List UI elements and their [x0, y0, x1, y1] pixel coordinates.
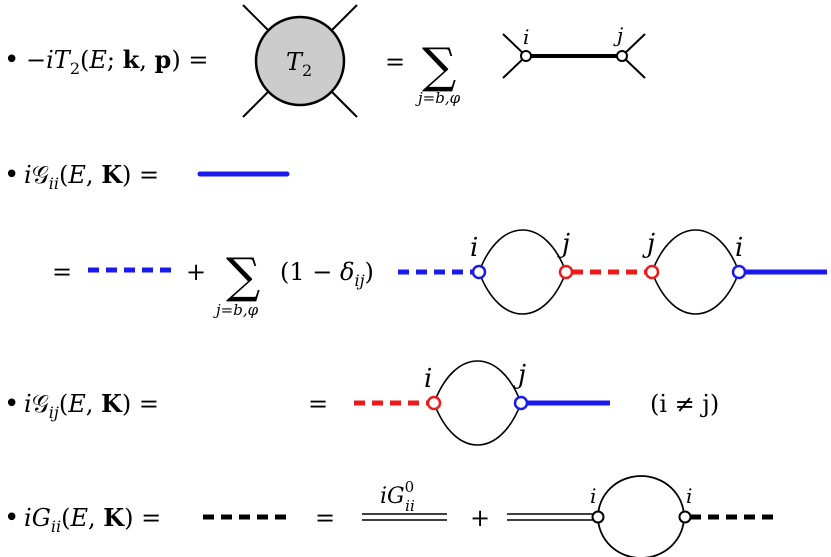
vertex-i: [731, 264, 747, 280]
vertex-label-j: j: [557, 229, 570, 259]
bubble-lower: [433, 402, 522, 446]
double-line-bubble-diagram: i i: [507, 475, 778, 557]
bullet: •: [4, 503, 19, 533]
exchange-line-diagram: i j: [502, 23, 646, 79]
row-t2-amplitude: • −iT2(E; k, p) = T2 = ∑ j=b,φ i j: [4, 4, 646, 118]
equals-sign: =: [385, 48, 405, 76]
vertex-i: [520, 50, 532, 62]
single-bubble-diagram: i j: [354, 360, 610, 446]
sum-index: j=b,φ: [415, 89, 461, 107]
equals-sign: =: [52, 258, 72, 286]
vertex-j: [644, 264, 660, 280]
sum-symbol: ∑: [226, 248, 260, 304]
bullet: •: [4, 45, 19, 75]
vertex-i: [678, 510, 692, 524]
bubble-upper: [433, 360, 522, 404]
sum-symbol: ∑: [422, 38, 456, 94]
plus-sign: +: [186, 258, 206, 286]
bullet: •: [4, 389, 19, 419]
bubble-lower: [478, 271, 567, 315]
vertex-label-i: i: [424, 364, 432, 394]
lhs-calG-ij: i𝒢ij(E, K) =: [24, 389, 159, 422]
vertex-label-i: i: [686, 484, 692, 508]
row-offdiagonal-propagator: • i𝒢ij(E, K) = = i j (i ≠ j): [4, 360, 719, 446]
blob-label: T2: [286, 48, 312, 80]
vertex-label-i: i: [523, 25, 529, 49]
bubble-upper: [651, 229, 740, 273]
vertex-label-i: i: [590, 484, 596, 508]
bubble-chain-diagram: i j j i: [398, 229, 827, 315]
vertex-label-i: i: [470, 233, 478, 263]
row-dyson-expansion: = + ∑ j=b,φ (1 − δij) i j j i: [52, 229, 827, 319]
vertex-i: [426, 395, 442, 411]
equals-sign: =: [315, 504, 335, 532]
vertex-j: [513, 395, 529, 411]
vertex-label-i: i: [735, 233, 743, 263]
vertex-i: [591, 510, 605, 524]
vertex-i: [471, 264, 487, 280]
plus-sign: +: [470, 504, 490, 532]
condition-i-neq-j: (i ≠ j): [650, 390, 719, 418]
equals-sign: =: [308, 390, 328, 418]
vertex-label-j: j: [642, 229, 655, 259]
vertex-j: [558, 264, 574, 280]
lhs-t2: −iT2(E; k, p) =: [26, 45, 208, 78]
lhs-G-ii: iGii(E, K) =: [24, 503, 161, 536]
bubble-lower: [651, 271, 740, 315]
t2-blob: T2: [242, 4, 358, 118]
bullet: •: [4, 160, 19, 190]
lhs-calG-ii: i𝒢ii(E, K) =: [24, 160, 159, 193]
bubble-circle: [597, 475, 685, 557]
row-dressed-propagator-def: • i𝒢ii(E, K) =: [4, 160, 290, 193]
vertex-label-j: j: [513, 360, 526, 390]
t2-circle: [254, 15, 346, 107]
vertex-j: [616, 50, 628, 62]
bubble-upper: [478, 229, 567, 273]
sum-index: j=b,φ: [213, 301, 259, 319]
one-minus-delta-factor: (1 − δij): [280, 258, 374, 290]
vertex-label-j: j: [613, 23, 623, 47]
